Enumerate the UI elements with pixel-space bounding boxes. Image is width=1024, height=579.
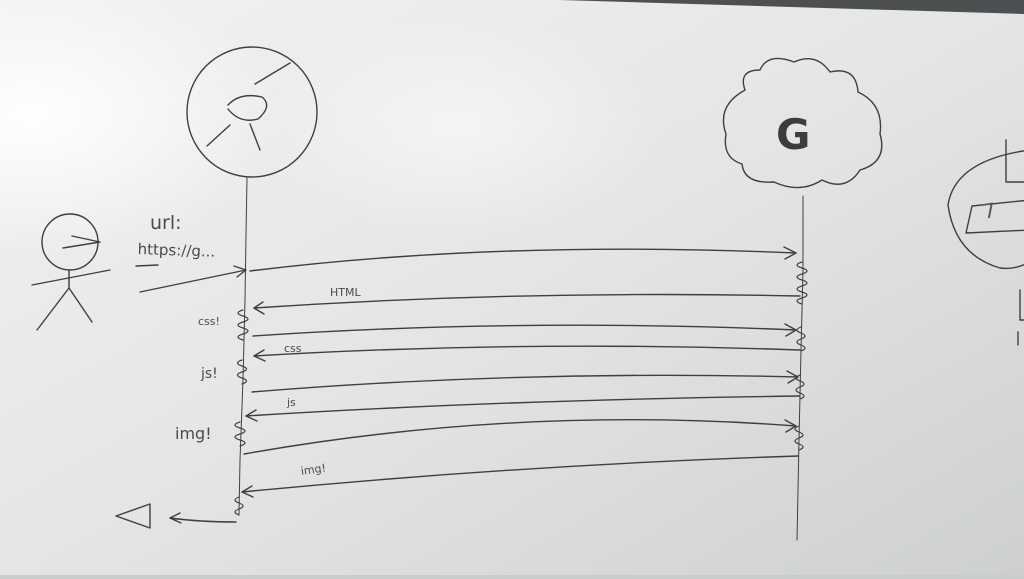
request-img-label: img! xyxy=(175,424,212,443)
response-img-arrow xyxy=(241,455,799,498)
render-arrow xyxy=(115,503,237,529)
response-html-arrow xyxy=(253,293,801,315)
user-request-arrow xyxy=(139,265,247,293)
browser-processing-squiggle xyxy=(237,309,249,341)
url-value: https://g... xyxy=(137,240,216,261)
response-html-label: HTML xyxy=(330,286,361,299)
browser-lifeline xyxy=(238,177,248,516)
server-processing-squiggle xyxy=(795,374,805,400)
server-processing-squiggle xyxy=(796,261,808,305)
user-stick-figure xyxy=(31,213,111,331)
browser-processing-squiggle xyxy=(234,496,244,516)
request-js-arrow xyxy=(251,370,799,393)
device-icon xyxy=(947,139,1024,346)
response-js-label: js xyxy=(287,396,296,409)
server-logo-letter: G xyxy=(776,110,811,159)
request-css-arrow xyxy=(252,323,797,337)
request-page-arrow xyxy=(249,246,797,272)
server-lifeline xyxy=(796,195,804,541)
response-js-arrow xyxy=(245,395,801,422)
request-css-label: css! xyxy=(198,315,220,328)
url-label: url: xyxy=(150,212,182,234)
browser-processing-squiggle xyxy=(234,421,246,447)
request-js-label: js! xyxy=(201,366,218,382)
server-processing-squiggle xyxy=(794,425,804,451)
response-css-label: css xyxy=(284,342,302,355)
server-processing-squiggle xyxy=(796,326,806,352)
browser-actor-icon xyxy=(186,46,318,178)
board-frame xyxy=(560,0,1024,14)
request-img-arrow xyxy=(243,419,797,455)
response-css-arrow xyxy=(253,345,801,362)
server-cloud-icon xyxy=(722,57,883,189)
browser-processing-squiggle xyxy=(236,359,248,385)
